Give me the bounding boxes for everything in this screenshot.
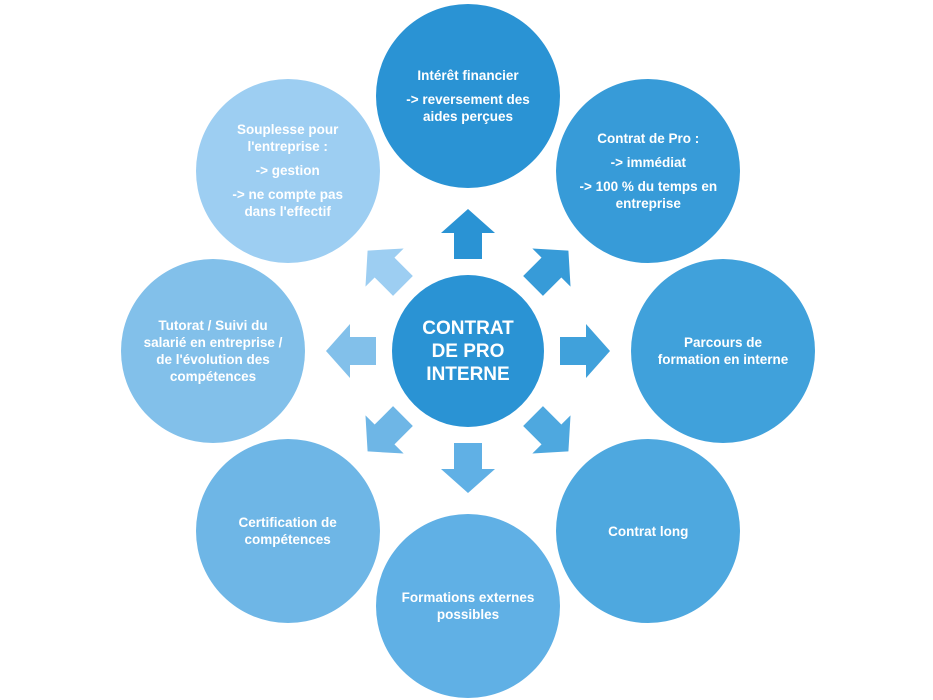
arrow-up-right-icon: [523, 248, 571, 296]
node-paragraph: -> immédiat: [610, 154, 686, 170]
node-paragraph: Intérêt financier: [417, 68, 519, 83]
node-tutorat: Tutorat / Suivi du salarié en entreprise…: [121, 259, 305, 443]
node-interet-financier: Intérêt financier -> reversement des aid…: [376, 4, 560, 188]
node-paragraph: -> reversement des aides perçues: [406, 92, 530, 124]
node-paragraph: Contrat de Pro :: [597, 130, 700, 146]
arrow-right-icon: [560, 324, 610, 378]
node-souplesse: Souplesse pour l'entreprise : -> gestion…: [195, 78, 380, 263]
center-line: INTERNE: [426, 363, 510, 385]
node-parcours-formation: Parcours de formation en interne: [631, 259, 815, 443]
node-paragraph: Tutorat / Suivi du salarié en entreprise…: [143, 318, 283, 384]
node-paragraph: Souplesse pour l'entreprise :: [237, 122, 339, 155]
node-paragraph: Parcours de formation en interne: [657, 335, 789, 367]
arrow-up-icon: [441, 209, 495, 259]
node-certification: Certification de compétences: [195, 439, 380, 624]
node-contrat-de-pro: Contrat de Pro : -> immédiat -> 100 % du…: [556, 78, 741, 263]
center-line: CONTRAT: [422, 317, 514, 339]
center-line: DE PRO: [431, 340, 505, 362]
node-paragraph: -> ne compte pas dans l'effectif: [232, 187, 344, 220]
node-paragraph: Formations externes possibles: [401, 590, 535, 622]
node-contrat-long: Contrat long: [556, 439, 741, 624]
node-paragraph: -> 100 % du temps en entreprise: [579, 178, 718, 211]
node-paragraph: Contrat long: [608, 523, 689, 539]
arrow-down-right-icon: [523, 406, 571, 454]
arrow-left-icon: [326, 324, 376, 378]
node-paragraph: -> gestion: [255, 163, 320, 179]
arrow-up-left-icon: [365, 248, 413, 296]
center-circle: CONTRAT DE PRO INTERNE: [392, 275, 544, 427]
arrow-down-icon: [441, 443, 495, 493]
node-formations-externes: Formations externes possibles: [376, 514, 560, 698]
arrow-down-left-icon: [365, 406, 413, 454]
node-paragraph: Certification de compétences: [238, 515, 337, 548]
